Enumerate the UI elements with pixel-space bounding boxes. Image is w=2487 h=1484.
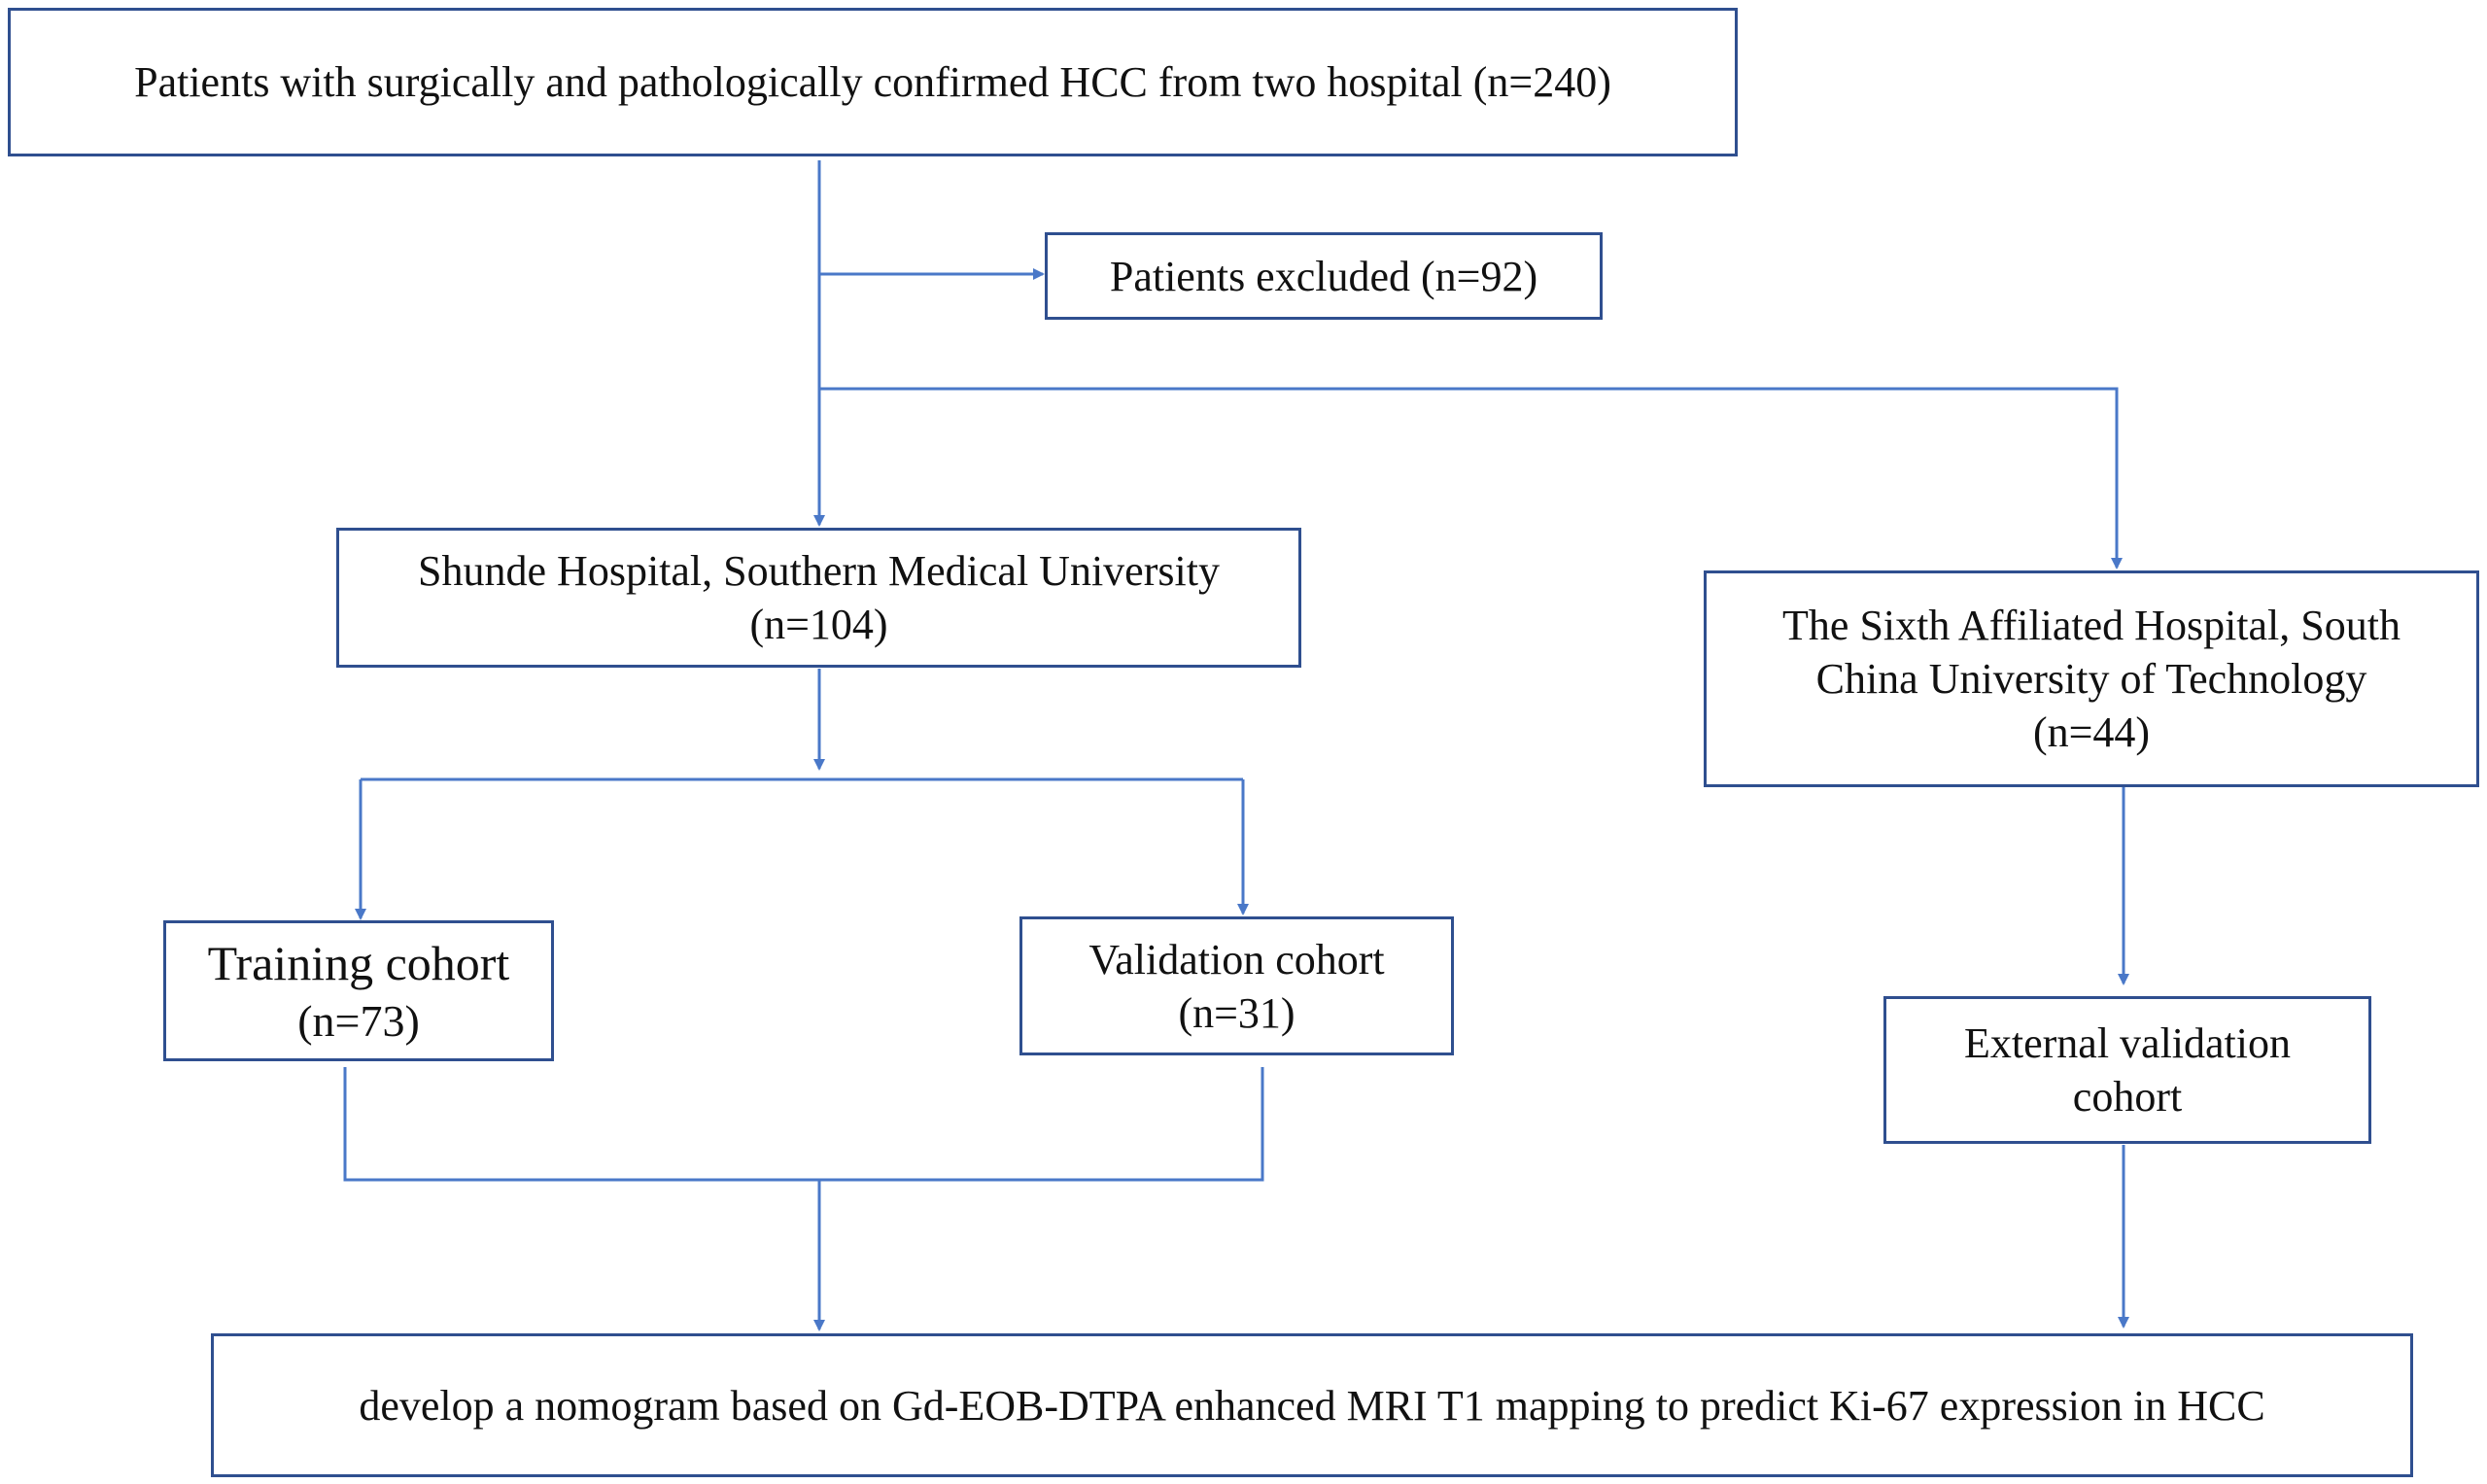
- outcome-nomogram-text: develop a nomogram based on Gd-EOB-DTPA …: [359, 1381, 2265, 1430]
- connector-merge-bar: [343, 1067, 1264, 1182]
- training-cohort-label: Training cohort: [207, 935, 510, 990]
- external-validation-line1: External validation: [1964, 1019, 2291, 1067]
- source-patients-box: Patients with surgically and pathologica…: [8, 8, 1738, 156]
- shunde-hospital-count: (n=104): [749, 601, 888, 648]
- external-validation-line2: cohort: [2072, 1073, 2183, 1121]
- source-patients-text: Patients with surgically and pathologica…: [134, 58, 1611, 106]
- validation-cohort-count: (n=31): [1178, 988, 1295, 1037]
- connector-to-sixth-hospital: [819, 387, 2123, 569]
- sixth-hospital-name-line1: The Sixth Affiliated Hospital, South: [1782, 602, 2401, 649]
- validation-cohort-box: Validation cohort (n=31): [1019, 916, 1454, 1055]
- training-cohort-box: Training cohort (n=73): [163, 920, 554, 1061]
- shunde-hospital-box: Shunde Hospital, Southern Medical Univer…: [336, 528, 1301, 668]
- excluded-patients-text: Patients excluded (n=92): [1109, 252, 1538, 300]
- sixth-affiliated-hospital-box: The Sixth Affiliated Hospital, South Chi…: [1704, 570, 2479, 787]
- shunde-hospital-name: Shunde Hospital, Southern Medical Univer…: [418, 547, 1220, 595]
- validation-cohort-label: Validation cohort: [1088, 935, 1385, 984]
- external-validation-cohort-box: External validation cohort: [1883, 996, 2371, 1144]
- outcome-nomogram-box: develop a nomogram based on Gd-EOB-DTPA …: [211, 1333, 2413, 1477]
- training-cohort-count: (n=73): [297, 996, 420, 1046]
- sixth-hospital-count: (n=44): [2032, 708, 2151, 756]
- sixth-hospital-name-line2: China University of Technology: [1815, 655, 2367, 703]
- excluded-patients-box: Patients excluded (n=92): [1045, 232, 1603, 320]
